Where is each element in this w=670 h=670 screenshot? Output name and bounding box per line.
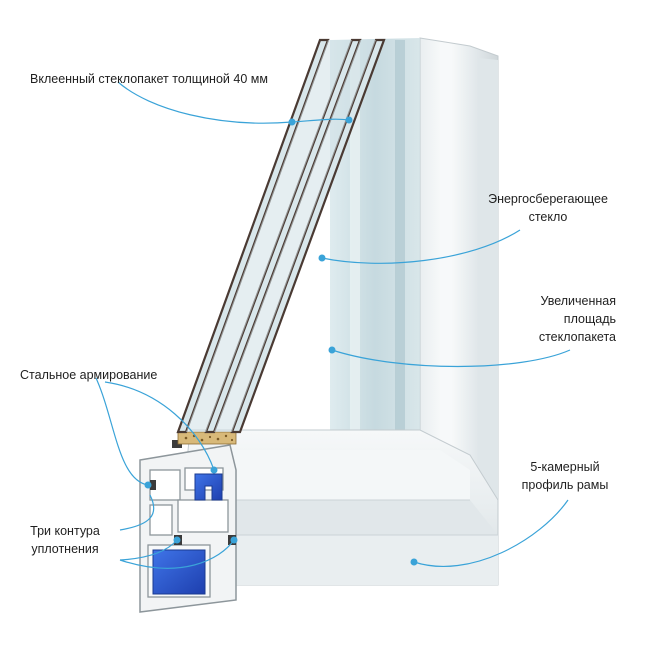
leader-glass-unit xyxy=(117,81,350,124)
glass-unit xyxy=(176,38,386,434)
label-seals: Три контура уплотнения xyxy=(30,524,100,556)
leader-frame xyxy=(413,499,569,567)
leader-steel xyxy=(104,381,215,471)
leader-energy-glass xyxy=(321,229,521,264)
label-glass-unit: Вклеенный стеклопакет толщиной 40 мм xyxy=(30,72,268,86)
leader-dots xyxy=(144,116,418,566)
glass-pane xyxy=(330,38,420,440)
steel-reinforcement xyxy=(194,473,223,501)
label-frame: 5-камерный профиль рамы xyxy=(521,460,609,492)
leader-glass-area xyxy=(331,349,571,368)
label-glass-area: Увеличенная площадь стеклопакета xyxy=(538,294,616,344)
leader-seals-4 xyxy=(119,539,235,569)
leader-lines xyxy=(95,81,571,569)
label-steel: Стальное армирование xyxy=(20,368,158,382)
leader-seals-2 xyxy=(119,494,155,531)
steel-reinforcement-lower xyxy=(152,549,206,595)
profile-cross-section xyxy=(139,440,237,613)
label-energy-glass: Энергосберегающее стекло xyxy=(488,192,608,224)
leader-seals-1 xyxy=(95,377,149,486)
frame-horizontal xyxy=(174,429,499,586)
spacer-granules xyxy=(184,434,234,442)
